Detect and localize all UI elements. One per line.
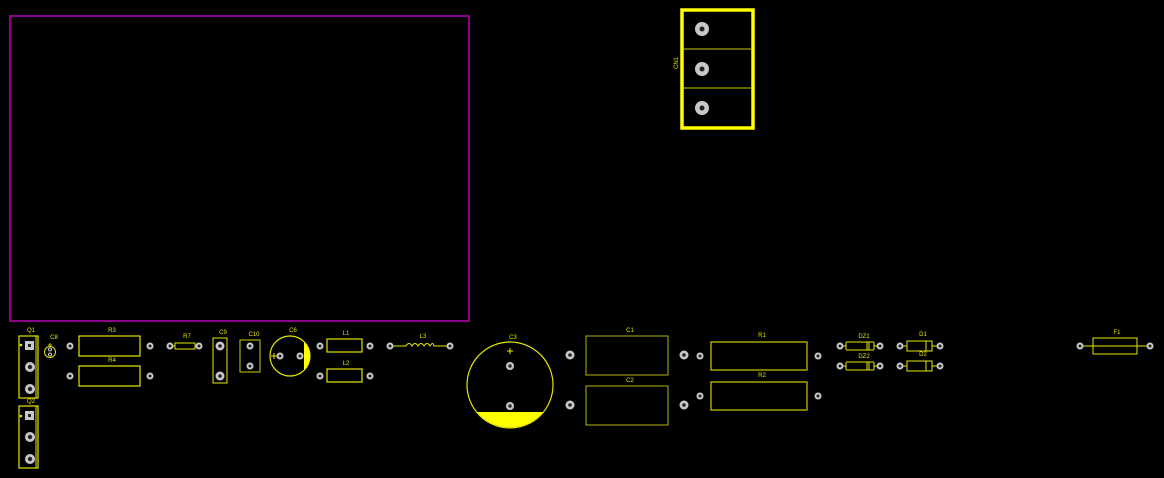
component-d1[interactable] xyxy=(896,340,944,352)
board-outline xyxy=(9,15,470,322)
component-c3[interactable] xyxy=(466,341,554,429)
label-dz1: DZ1 xyxy=(858,334,870,340)
label-cn1: CN1 xyxy=(674,56,680,70)
component-r3[interactable] xyxy=(66,335,154,357)
component-f1[interactable] xyxy=(1076,337,1154,355)
label-d2: D2 xyxy=(919,352,927,358)
label-r3: R3 xyxy=(108,328,116,334)
component-r7[interactable] xyxy=(166,342,203,350)
component-r4[interactable] xyxy=(66,365,154,387)
label-c10: C10 xyxy=(248,332,260,338)
label-c9: C9 xyxy=(219,330,227,336)
component-c10[interactable] xyxy=(239,339,261,373)
label-r2: R2 xyxy=(758,373,766,379)
label-c1: C1 xyxy=(626,328,634,334)
label-q1: Q1 xyxy=(26,328,36,334)
label-q2: Q2 xyxy=(26,399,36,405)
label-l1: L1 xyxy=(342,331,350,337)
component-cn1[interactable] xyxy=(680,8,755,130)
component-d2[interactable] xyxy=(896,360,944,372)
label-c3: C3 xyxy=(509,335,517,341)
component-c6[interactable] xyxy=(269,335,311,377)
label-r4: R4 xyxy=(108,358,116,364)
label-c8: C8 xyxy=(50,335,58,341)
component-l1[interactable] xyxy=(316,338,374,353)
component-c8[interactable] xyxy=(44,343,56,358)
label-f1: F1 xyxy=(1113,330,1121,336)
label-l2: L2 xyxy=(342,361,350,367)
component-q2[interactable] xyxy=(18,405,39,469)
component-l3[interactable] xyxy=(386,342,454,350)
label-l3: L3 xyxy=(419,334,427,340)
label-r7: R7 xyxy=(183,334,191,340)
label-r1: R1 xyxy=(758,333,766,339)
component-c2[interactable] xyxy=(565,385,689,426)
component-dz1[interactable] xyxy=(836,341,884,351)
label-dz2: DZ2 xyxy=(858,354,870,360)
component-q1[interactable] xyxy=(18,335,39,399)
component-r1[interactable] xyxy=(696,341,822,371)
label-c2: C2 xyxy=(626,378,634,384)
label-d1: D1 xyxy=(919,332,927,338)
component-l2[interactable] xyxy=(316,368,374,383)
component-dz2[interactable] xyxy=(836,361,884,371)
component-c9[interactable] xyxy=(212,337,228,384)
component-c1[interactable] xyxy=(565,335,689,376)
label-c6: C6 xyxy=(289,328,297,334)
component-r2[interactable] xyxy=(696,381,822,411)
